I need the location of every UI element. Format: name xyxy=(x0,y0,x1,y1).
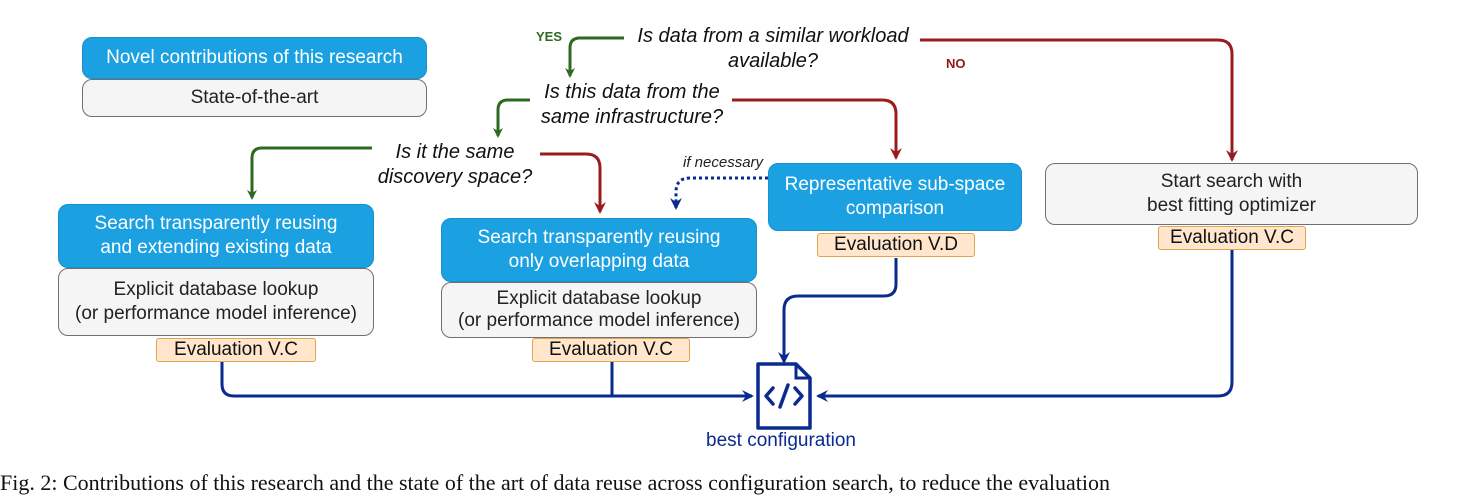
box-reuse-extend: Search transparently reusing and extendi… xyxy=(58,204,374,268)
box-lookup-1: Explicit database lookup (or performance… xyxy=(58,268,374,336)
start-search-line-2: best fitting optimizer xyxy=(1147,195,1316,216)
if-necessary-arrow xyxy=(670,176,768,210)
figure-caption: Fig. 2: Contributions of this research a… xyxy=(0,470,1111,495)
eval-badge-4: Evaluation V.C xyxy=(1158,226,1306,250)
question-2-line-1: Is this data from the xyxy=(544,81,720,103)
best-configuration-label: best configuration xyxy=(706,430,856,451)
yes-arrow-3 xyxy=(247,146,372,200)
flow-arrows xyxy=(220,36,1238,430)
result-arrow-left xyxy=(220,362,754,402)
question-3-line-1: Is it the same xyxy=(395,141,515,163)
legend-novel: Novel contributions of this research xyxy=(82,37,427,79)
yes-arrow-2 xyxy=(493,98,530,138)
lookup-1-line-2: (or performance model inference) xyxy=(75,303,357,324)
question-1-line-2: available? xyxy=(727,50,819,72)
yes-label: YES xyxy=(536,29,563,44)
lookup-2-line-2: (or performance model inference) xyxy=(458,310,740,331)
subspace-line-1: Representative sub-space xyxy=(784,174,1006,195)
code-file-icon xyxy=(756,362,812,430)
subspace-line-2: comparison xyxy=(845,198,945,219)
result-arrow-right xyxy=(816,250,1234,402)
eval-badge-1: Evaluation V.C xyxy=(156,338,316,362)
start-search-line-1: Start search with xyxy=(1160,171,1303,192)
legend-sota: State-of-the-art xyxy=(82,79,427,117)
result-arrow-subspace xyxy=(778,258,898,364)
yes-arrow-1 xyxy=(565,36,624,78)
question-same-infrastructure: Is this data from the same infrastructur… xyxy=(520,80,744,130)
no-arrow-3 xyxy=(540,152,606,214)
lookup-2-line-1: Explicit database lookup xyxy=(496,288,702,309)
box-subspace-comparison: Representative sub-space comparison xyxy=(768,163,1022,231)
reuse-overlap-line-1: Search transparently reusing xyxy=(477,227,721,248)
legend-sota-label: State-of-the-art xyxy=(190,87,319,108)
question-similar-workload: Is data from a similar workload availabl… xyxy=(618,24,928,74)
no-arrow-1 xyxy=(920,38,1238,162)
no-arrow-2 xyxy=(732,98,902,160)
legend-novel-label: Novel contributions of this research xyxy=(106,47,403,68)
eval-badge-3: Evaluation V.D xyxy=(817,233,975,257)
reuse-overlap-line-2: only overlapping data xyxy=(508,251,690,272)
box-reuse-overlap: Search transparently reusing only overla… xyxy=(441,218,757,282)
lookup-1-line-1: Explicit database lookup xyxy=(113,279,319,300)
question-same-discovery-space: Is it the same discovery space? xyxy=(360,140,550,190)
if-necessary-label: if necessary xyxy=(683,154,764,171)
reuse-extend-line-1: Search transparently reusing xyxy=(94,213,338,234)
box-start-search: Start search with best fitting optimizer xyxy=(1045,163,1418,225)
box-lookup-2: Explicit database lookup (or performance… xyxy=(441,282,757,338)
question-2-line-2: same infrastructure? xyxy=(540,106,724,128)
reuse-extend-line-2: and extending existing data xyxy=(100,237,332,258)
eval-badge-2: Evaluation V.C xyxy=(532,338,690,362)
no-label: NO xyxy=(946,56,966,71)
question-3-line-2: discovery space? xyxy=(377,166,533,188)
question-1-line-1: Is data from a similar workload xyxy=(637,25,909,47)
